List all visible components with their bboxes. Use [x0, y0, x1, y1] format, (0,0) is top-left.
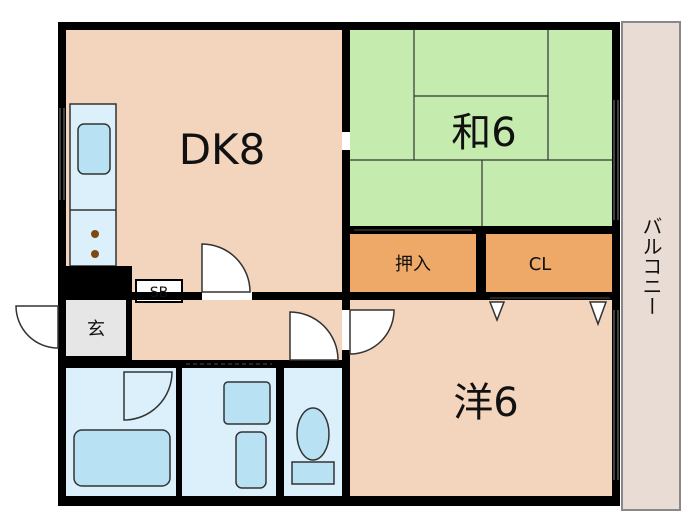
oshiire-floor [350, 234, 476, 292]
washitsu-floor [350, 30, 612, 226]
balcony-area [621, 21, 681, 511]
windows [59, 100, 619, 480]
shoe-box-label: SB [150, 285, 169, 301]
door-swing-icon [15, 243, 395, 421]
youshitsu-label: 洋6 [453, 380, 518, 426]
closet-floor [486, 234, 612, 292]
wash-basin-icon [223, 381, 271, 425]
bathtub-icon [73, 429, 171, 487]
stove-burner-icon [91, 230, 99, 238]
toilet-icon [296, 407, 330, 461]
youshitsu-floor [350, 300, 612, 496]
genkan-floor [66, 300, 126, 356]
closet-label: CL [529, 254, 552, 275]
stove-burner-icon [91, 250, 99, 258]
balcony-label: バルコニー [639, 216, 663, 316]
sliding-door-icon [186, 229, 610, 365]
dk-label: DK8 [179, 125, 266, 174]
washitsu-label: 和6 [451, 110, 516, 156]
washing-machine-pan [235, 431, 267, 489]
toilet-tank [291, 461, 335, 485]
oshiire-label: 押入 [395, 254, 431, 275]
genkan-label: 玄 [87, 319, 105, 340]
sink-icon [77, 123, 111, 175]
tatami-lines [350, 30, 612, 226]
